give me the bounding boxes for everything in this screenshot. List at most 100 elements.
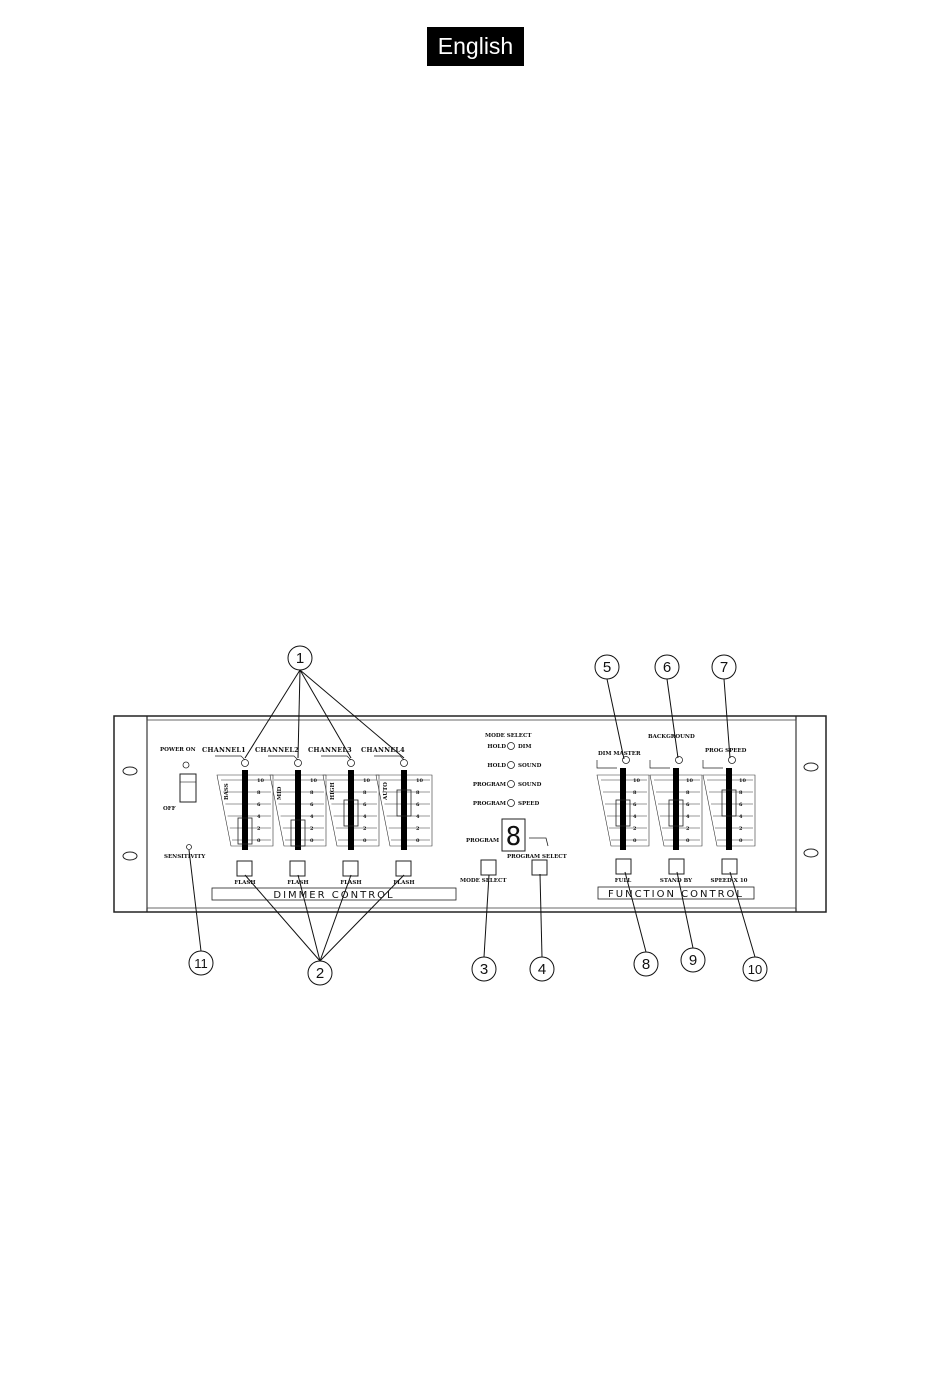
callout-number: 7	[720, 659, 728, 676]
mode-left-label: PROGRAM	[473, 801, 506, 807]
callout-number: 9	[689, 952, 697, 969]
dimmer-section-label: DIMMER CONTROL	[273, 890, 394, 901]
function-pointer	[596, 760, 617, 769]
power-switch[interactable]	[179, 773, 197, 803]
fader-knob[interactable]	[668, 799, 684, 827]
function-section-label: FUNCTION CONTROL	[608, 889, 744, 900]
dimmer-section-box	[211, 887, 457, 901]
mode-select-button-label: MODE SELECT	[460, 878, 507, 884]
callout-number: 3	[480, 961, 488, 978]
callout-leader	[244, 669, 301, 759]
callout-circle	[307, 960, 333, 986]
flash-button[interactable]	[342, 860, 359, 877]
callout-4: 4	[529, 873, 555, 982]
fader-knob[interactable]	[615, 799, 631, 827]
mode-right-label: SPEED	[518, 801, 539, 807]
channel-led	[294, 759, 302, 767]
fader-knob[interactable]	[237, 817, 253, 845]
scale-mark: 8	[310, 790, 314, 796]
fader-knob[interactable]	[290, 819, 306, 847]
callout-circle	[654, 654, 680, 680]
channel-led	[241, 759, 249, 767]
callout-leader	[319, 874, 352, 962]
fader-scale-area	[269, 774, 327, 847]
callout-leader	[299, 669, 405, 759]
rack-hole	[803, 848, 819, 858]
callout-leader	[299, 669, 352, 759]
function-fader-name: BACKGROUND	[648, 734, 695, 740]
scale-mark: 8	[416, 790, 420, 796]
channel-led	[347, 759, 355, 767]
mode-led	[507, 799, 515, 807]
fader-scale-area	[649, 774, 703, 847]
fader-knob[interactable]	[396, 789, 412, 817]
callout-circle	[594, 654, 620, 680]
callout-7: 7	[711, 654, 737, 759]
scale-mark: 8	[363, 790, 367, 796]
mode-right-label: SOUND	[518, 763, 542, 769]
function-button[interactable]	[668, 858, 685, 875]
scale-mark: 2	[739, 826, 743, 832]
power-led	[182, 761, 190, 769]
rack-hole	[122, 766, 138, 776]
callout-number: 2	[316, 965, 324, 982]
callout-leader	[666, 678, 679, 759]
channel-name: CHANNEL1	[202, 746, 246, 754]
program-select-button[interactable]	[531, 859, 548, 876]
function-button-label: STAND BY	[660, 878, 692, 884]
mode-option: PROGRAM SPEED	[473, 799, 539, 807]
callout-leader	[729, 871, 756, 958]
channel-pointer	[321, 755, 352, 761]
callout-circle	[188, 950, 214, 976]
callout-6: 6	[654, 654, 680, 759]
flash-button[interactable]	[395, 860, 412, 877]
flash-label: FLASH	[393, 880, 414, 886]
callout-leader	[297, 874, 321, 962]
channel-name: CHANNEL2	[255, 746, 299, 754]
dimmer-channels: CHANNEL11086420BASSFLASHCHANNEL21086420M…	[202, 746, 433, 886]
mode-led	[507, 761, 515, 769]
callout-circle	[287, 645, 313, 671]
flash-button[interactable]	[236, 860, 253, 877]
mode-select-button[interactable]	[480, 859, 497, 876]
scale-mark: 4	[686, 814, 690, 820]
scale-mark: 10	[633, 778, 640, 784]
scale-mark: 4	[310, 814, 314, 820]
scale-mark: 10	[310, 778, 317, 784]
fader-knob[interactable]	[343, 799, 359, 827]
scale-mark: 4	[416, 814, 420, 820]
callout-circle	[633, 951, 659, 977]
callout-leader	[188, 849, 202, 952]
language-badge: English	[427, 27, 524, 66]
channel-led	[400, 759, 408, 767]
fader-track	[401, 770, 407, 850]
scale-mark: 4	[739, 814, 743, 820]
scale-mark: 2	[633, 826, 637, 832]
function-button[interactable]	[721, 858, 738, 875]
flash-button[interactable]	[289, 860, 306, 877]
scale-mark: 6	[257, 802, 261, 808]
sensitivity-label: SENSITIVITY	[164, 854, 205, 860]
scale-mark: 4	[257, 814, 261, 820]
callout-8: 8	[624, 871, 659, 977]
function-led	[675, 756, 683, 764]
scale-mark: 2	[257, 826, 261, 832]
callout-number: 5	[603, 659, 611, 676]
function-button[interactable]	[615, 858, 632, 875]
sensitivity-knob[interactable]	[186, 844, 192, 850]
mode-left-label: PROGRAM	[473, 782, 506, 788]
channel-side-label: HIGH	[330, 782, 336, 800]
function-pointer	[649, 760, 670, 769]
scale-mark: 2	[416, 826, 420, 832]
callout-circle	[711, 654, 737, 680]
callout-leader	[624, 871, 647, 953]
fader-knob[interactable]	[721, 789, 737, 817]
front-plate	[146, 719, 797, 909]
